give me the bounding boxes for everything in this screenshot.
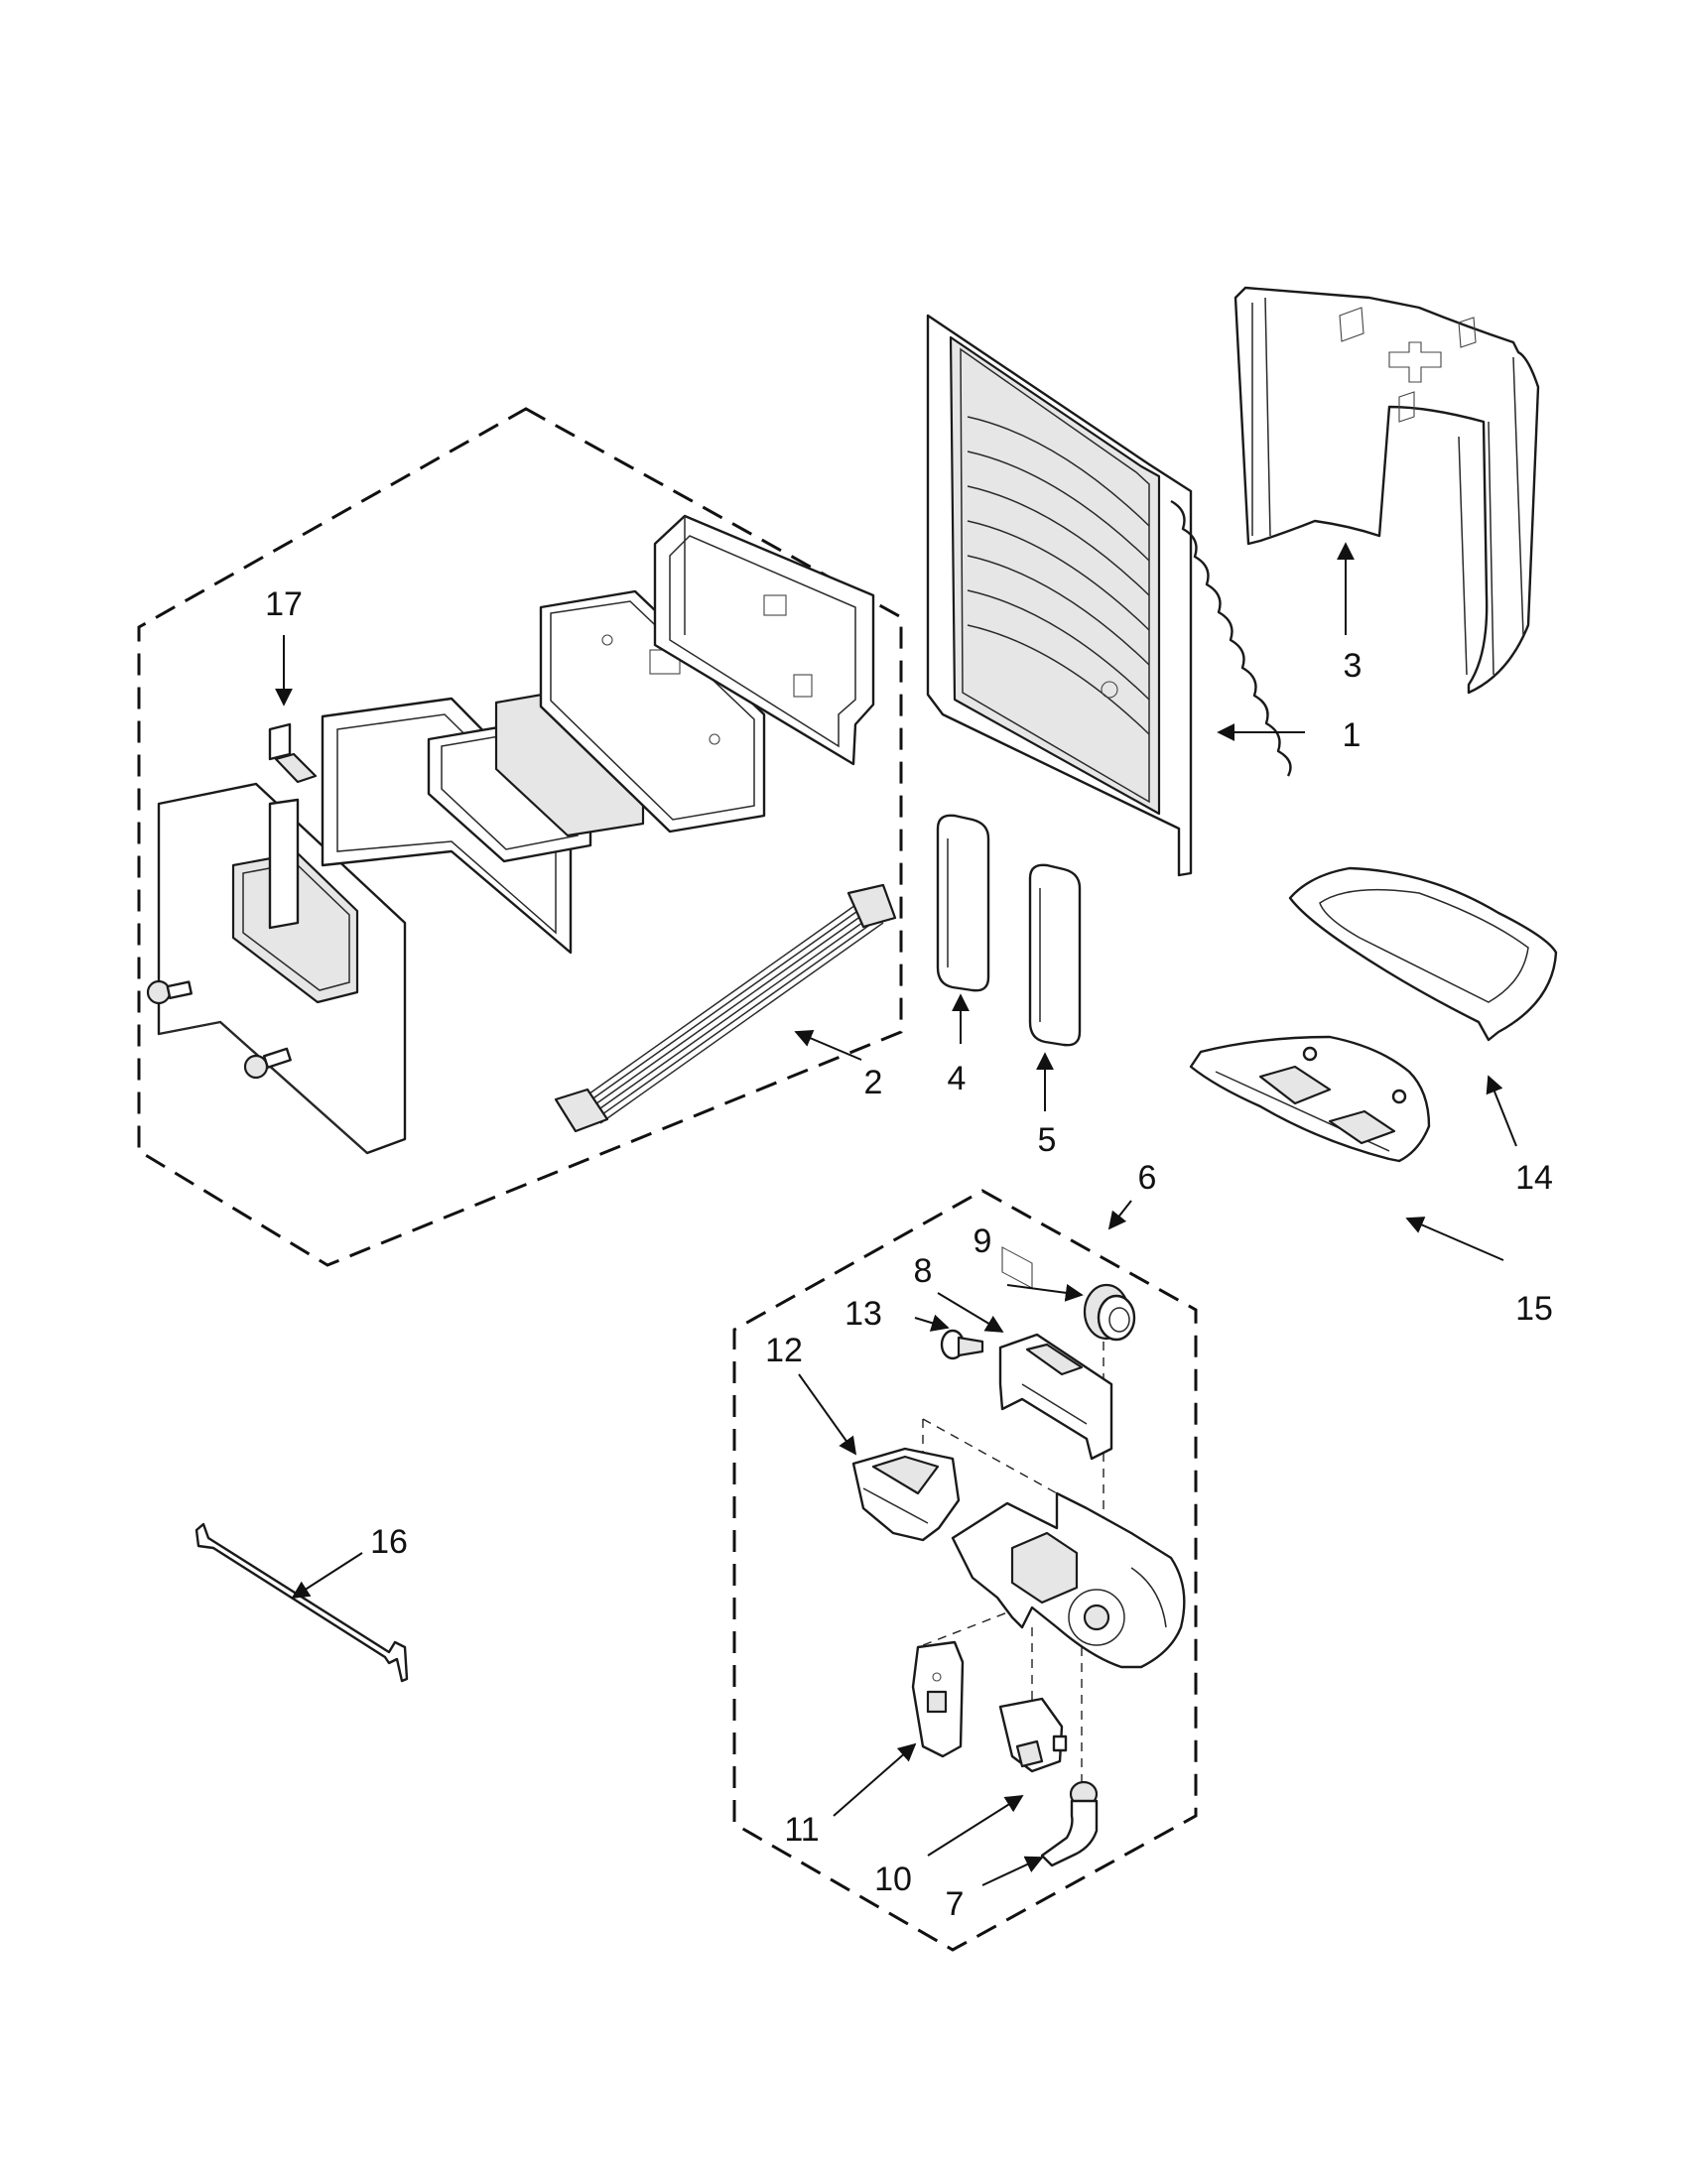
- rod-part-16: [195, 1522, 409, 1683]
- control-rear-housing: [653, 514, 875, 766]
- callout-14: 14: [1515, 1159, 1553, 1197]
- screw-part-13: [940, 1329, 984, 1360]
- wire-harness: [554, 883, 897, 1133]
- screw-2: [243, 1047, 292, 1080]
- trim-part-14: [1288, 866, 1558, 1042]
- callout-15: 15: [1515, 1290, 1553, 1328]
- callout-8: 8: [914, 1252, 933, 1290]
- callout-5: 5: [1038, 1121, 1057, 1159]
- fitting-part-7: [1040, 1780, 1099, 1867]
- control-assembly-group-boundary: [137, 407, 903, 1267]
- dispenser-shroud: [1234, 286, 1540, 695]
- control-bezel: [157, 782, 407, 1155]
- callout-2: 2: [864, 1064, 883, 1101]
- callout-10: 10: [874, 1861, 912, 1898]
- callout-12: 12: [765, 1332, 803, 1369]
- control-pcb: [539, 589, 766, 834]
- dispenser-housing: [926, 314, 1292, 1289]
- leader-lines: [275, 542, 1517, 1886]
- callout-1: 1: [1343, 716, 1362, 754]
- dispenser-assembly-group-boundary: [732, 1189, 1198, 1952]
- actuator-part-8: [998, 1333, 1113, 1461]
- knob-part-9: [1083, 1283, 1136, 1342]
- callout-9: 9: [974, 1222, 992, 1260]
- callout-7: 7: [946, 1885, 965, 1923]
- callout-4: 4: [948, 1060, 967, 1097]
- pad-part-5: [1028, 863, 1082, 1047]
- tray-part-15: [1189, 1035, 1431, 1163]
- switch-part-17: [268, 722, 318, 784]
- callout-13: 13: [844, 1295, 882, 1333]
- callout-6: 6: [1138, 1159, 1157, 1197]
- switch-part-10: [998, 1697, 1068, 1773]
- screw-1: [146, 979, 193, 1005]
- callout-17: 17: [265, 585, 303, 623]
- paddle-part-11: [911, 1640, 965, 1758]
- chute-part-12: [851, 1447, 961, 1542]
- callout-labels: 17 1 3 2 4 5 14 15 6 9 8 13 12 11 10 7 1…: [265, 585, 1553, 1923]
- callout-16: 16: [370, 1523, 408, 1561]
- dispenser-base: [951, 1491, 1186, 1669]
- callout-3: 3: [1344, 647, 1363, 685]
- callout-11: 11: [784, 1811, 819, 1849]
- pad-part-4: [936, 814, 990, 992]
